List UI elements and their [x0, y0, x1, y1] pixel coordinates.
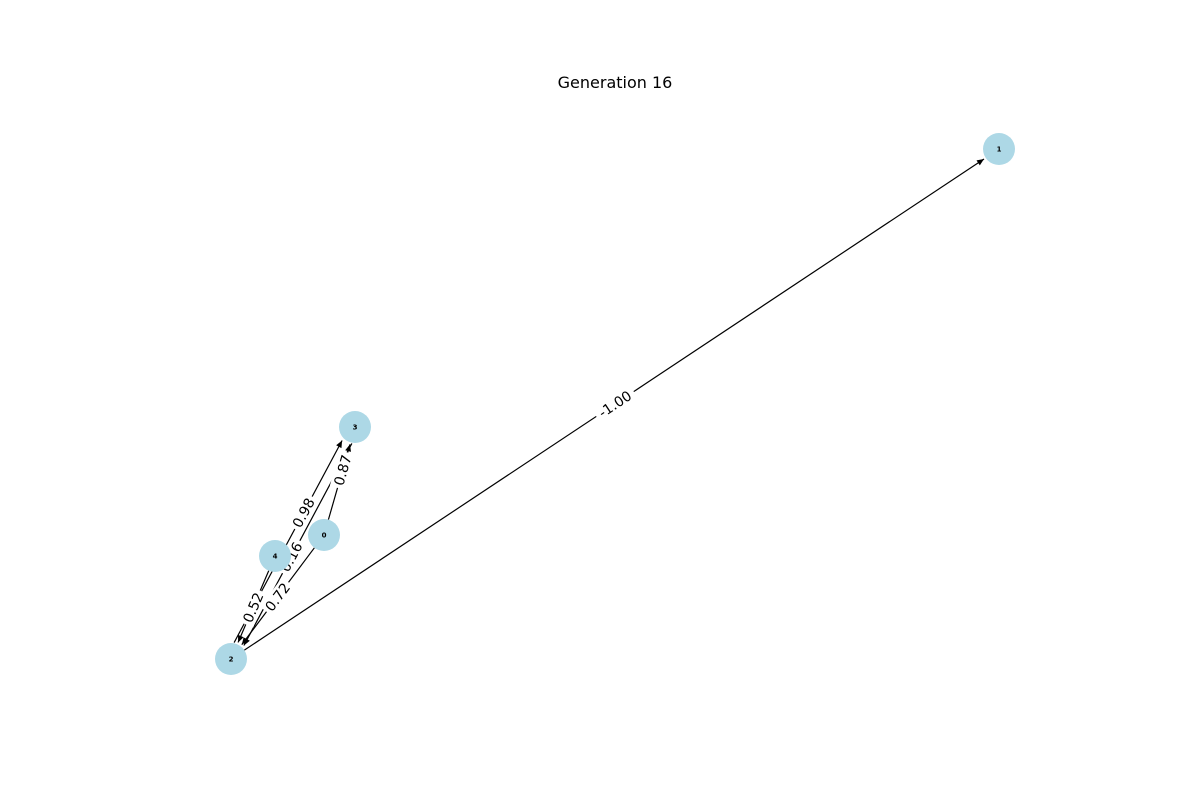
edge-label-background	[260, 577, 295, 617]
node-1: 1	[983, 133, 1015, 165]
edge-label-background	[329, 450, 356, 491]
arrowhead-icon	[345, 444, 351, 452]
node-label: 2	[229, 656, 234, 664]
node-circle	[215, 643, 247, 675]
node-circle	[983, 133, 1015, 165]
node-circle	[308, 519, 340, 551]
edge-weight-label: -1.00	[596, 388, 635, 421]
node-3: 3	[339, 411, 371, 443]
edge-label-background	[238, 587, 268, 628]
node-4: 4	[259, 540, 291, 572]
edge-label-2-1: -1.00	[591, 384, 639, 424]
arrowhead-icon	[241, 637, 249, 645]
node-label: 1	[997, 146, 1002, 154]
node-2: 2	[215, 643, 247, 675]
edge-weight-label: 0.87	[332, 453, 356, 487]
arrowhead-icon	[336, 440, 343, 449]
node-circle	[339, 411, 371, 443]
edge-label-background	[591, 384, 639, 424]
arrowhead-icon	[976, 158, 985, 166]
node-label: 3	[353, 424, 358, 432]
arrowhead-icon	[238, 634, 244, 643]
graph-title: Generation 16	[558, 73, 673, 92]
node-label: 0	[322, 532, 327, 540]
node-label: 4	[273, 553, 278, 561]
node-circle	[259, 540, 291, 572]
nodes-layer: 0 1 2 3 4	[215, 133, 1015, 675]
node-0: 0	[308, 519, 340, 551]
edge-labels-layer: -1.000.980.870.160.520.72	[238, 384, 639, 628]
edge-label-background	[287, 492, 320, 533]
